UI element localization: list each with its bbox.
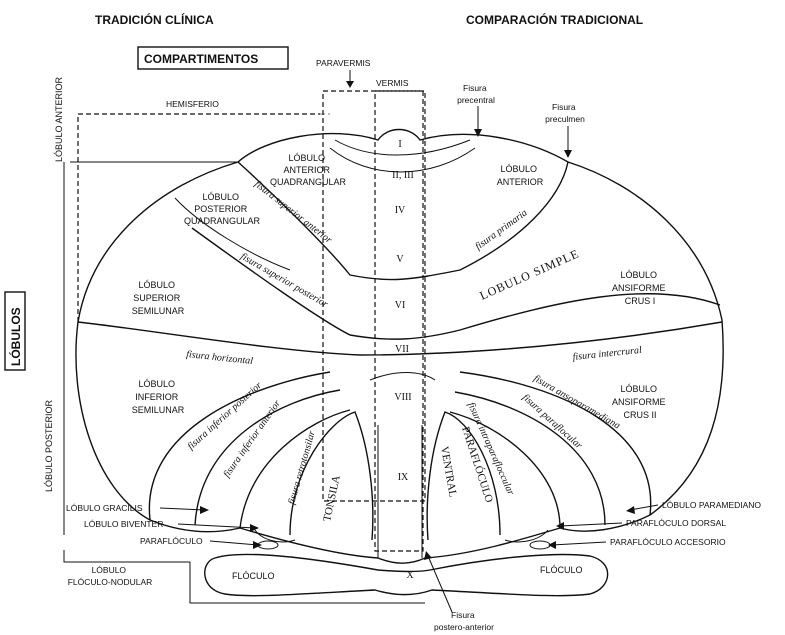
floculo-bracket xyxy=(64,550,190,562)
parafloculo-left-callout: PARAFLÓCULO xyxy=(140,536,203,546)
parafloculo-dorsal-callout: PARAFLÓCULO DORSAL xyxy=(626,518,726,528)
fisura-superior-posterior-label: fisura superior posterior xyxy=(239,251,330,310)
vermis-lobule-vii: VII xyxy=(395,344,409,355)
lobulo-ansiforme-crus-1: LÓBULO ANSIFORME CRUS I xyxy=(612,270,668,306)
fisura-precentral-callout: Fisura precentral xyxy=(457,83,495,105)
fisura-postero-anterior-callout: Fisura postero-anterior xyxy=(434,610,494,632)
floculo-right-label: FLÓCULO xyxy=(540,565,583,575)
paravermis-dashed-box xyxy=(323,91,425,501)
lobulo-inferior-semilunar: LÓBULO INFERIOR SEMILUNAR xyxy=(132,379,185,415)
preculmen-arrow xyxy=(564,150,572,158)
parafloculo-accesorio-callout: PARAFLÓCULO ACCESORIO xyxy=(610,537,726,547)
vermis-label: VERMIS xyxy=(376,78,409,88)
vermis-lobule-i: I xyxy=(398,139,401,150)
vermis-lobule-v: V xyxy=(396,254,404,265)
tonsila-label: TONSILA xyxy=(321,474,342,522)
floculo-bracket-bottom xyxy=(190,562,425,603)
lobulo-anterior-side-label: LÓBULO ANTERIOR xyxy=(54,76,64,162)
lobulo-floculo-nodular-callout: LÓBULO FLÓCULO-NODULAR xyxy=(68,565,153,587)
lobulo-gracilis-callout: LÓBULO GRACILIS xyxy=(66,503,143,513)
lobulo-superior-semilunar: LÓBULO SUPERIOR SEMILUNAR xyxy=(132,280,185,316)
lobulo-paramediano-callout: LÓBULO PARAMEDIANO xyxy=(662,500,761,510)
floculo-left-label: FLÓCULO xyxy=(232,571,275,581)
lobulo-biventer-callout: LÓBULO BIVENTER xyxy=(84,519,163,529)
fisura-ansoparamediana-label: fisura ansoparamediana xyxy=(532,373,622,432)
lobulo-ansiforme-crus-2: LÓBULO ANSIFORME CRUS II xyxy=(612,384,668,420)
heading-tradicion-clinica: TRADICIÓN CLÍNICA xyxy=(95,12,214,27)
fisura-superior-anterior-label: fisura superior anterior xyxy=(252,179,334,246)
compartimentos-label: COMPARTIMENTOS xyxy=(144,52,258,66)
lobulo-simple: LOBULO SIMPLE xyxy=(478,246,582,302)
hemisferio-label: HEMISFERIO xyxy=(166,99,219,109)
lobulo-anterior-right: LÓBULO ANTERIOR xyxy=(497,164,544,187)
fisura-preculmen-callout: Fisura preculmen xyxy=(545,102,585,124)
vermis-lobule-x: X xyxy=(406,570,414,581)
ventral-label: VENTRAL xyxy=(438,445,459,498)
heading-comparacion-tradicional: COMPARACIÓN TRADICIONAL xyxy=(466,12,643,27)
vermis-lobule-iv: IV xyxy=(395,205,406,216)
paravermis-arrow xyxy=(346,81,354,88)
vermis-lobule-vi: VI xyxy=(395,300,406,311)
lobulo-posterior-side-label: LÓBULO POSTERIOR xyxy=(44,399,54,492)
vermis-lobule-ii-iii: II, III xyxy=(392,170,414,181)
vermis-lobule-ix: IX xyxy=(398,472,409,483)
fisura-intercrural-label: fisura intercrural xyxy=(572,345,642,363)
lobulos-label: LÓBULOS xyxy=(8,307,23,366)
vermis-lobule-viii: VIII xyxy=(394,392,411,403)
fisura-horizontal-label: fisura horizontal xyxy=(186,349,254,367)
lobulo-posterior-quadrangular: LÓBULO POSTERIOR QUADRANGULAR xyxy=(184,192,261,226)
lobulo-anterior-quadrangular: LÓBULO ANTERIOR QUADRANGULAR xyxy=(270,153,347,187)
postero-anterior-arrow xyxy=(424,551,432,560)
paravermis-label: PARAVERMIS xyxy=(316,58,371,68)
